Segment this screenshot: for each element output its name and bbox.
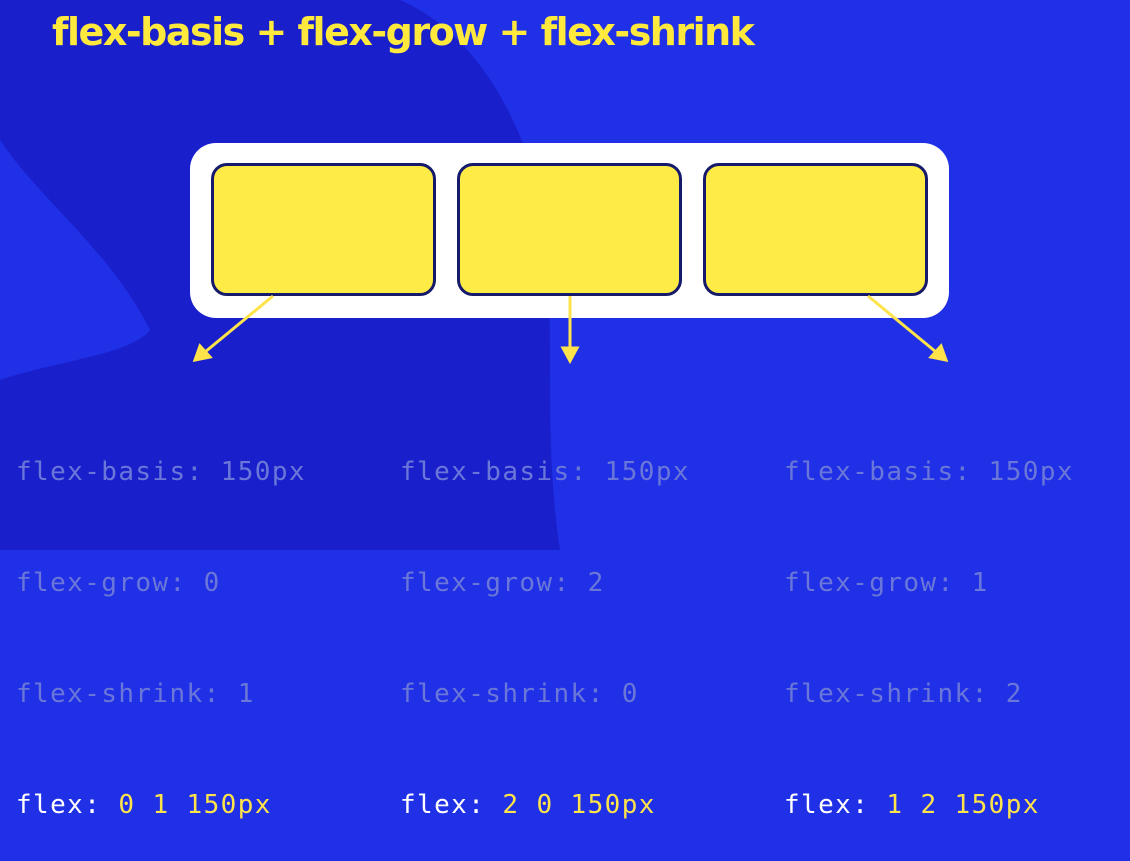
flex-item-2: [457, 163, 682, 296]
flex-basis-line: flex-basis: 150px: [400, 457, 690, 487]
flex-basis-line: flex-basis: 150px: [16, 457, 306, 487]
flex-shorthand-line: flex: 2 0 150px: [400, 790, 656, 820]
flex-grow-line: flex-grow: 2: [400, 568, 605, 598]
flex-grow-line: flex-grow: 0: [16, 568, 221, 598]
flex-shorthand-line: flex: 0 1 150px: [16, 790, 272, 820]
code-block-3: flex-basis: 150px flex-grow: 1 flex-shri…: [784, 380, 1074, 861]
flex-grow-line: flex-grow: 1: [784, 568, 989, 598]
flex-shrink-line: flex-shrink: 0: [400, 679, 639, 709]
code-block-2: flex-basis: 150px flex-grow: 2 flex-shri…: [400, 380, 690, 861]
flex-shrink-line: flex-shrink: 1: [16, 679, 255, 709]
flex-basis-line: flex-basis: 150px: [784, 457, 1074, 487]
flex-shrink-line: flex-shrink: 2: [784, 679, 1023, 709]
page-title: flex-basis + flex-grow + flex-shrink: [52, 10, 755, 54]
flex-shorthand-line: flex: 1 2 150px: [784, 790, 1040, 820]
code-block-1: flex-basis: 150px flex-grow: 0 flex-shri…: [16, 380, 306, 861]
flex-item-1: [211, 163, 436, 296]
flex-item-3: [703, 163, 928, 296]
flex-container: [190, 143, 949, 318]
